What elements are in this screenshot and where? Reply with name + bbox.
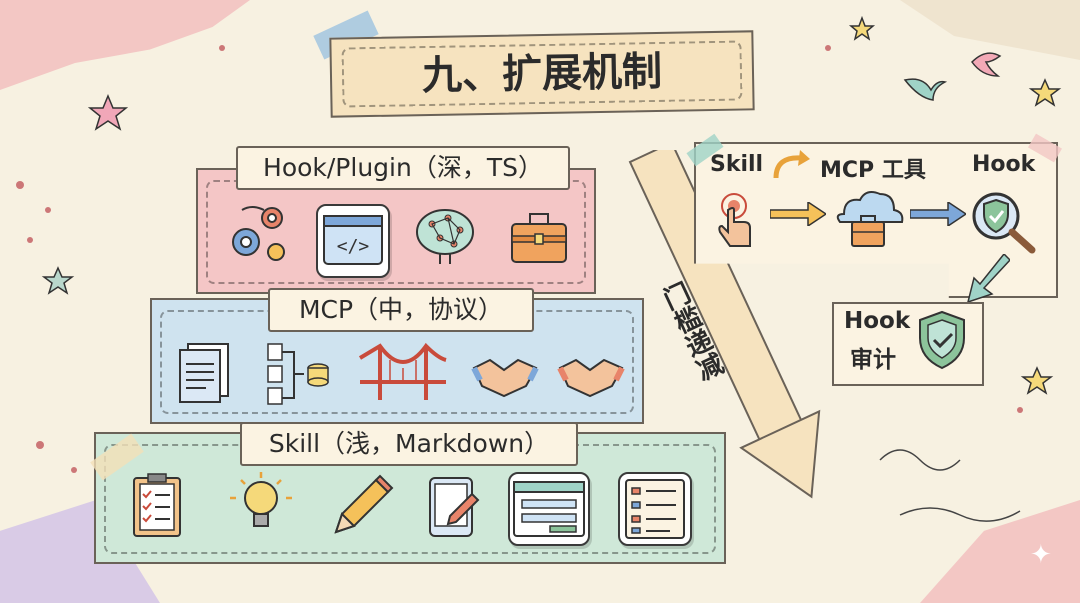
handshake-icon <box>470 338 540 408</box>
hook-audit-label-line1: Hook <box>844 308 911 334</box>
bird-icon <box>903 52 1002 101</box>
svg-text:</>: </> <box>337 236 370 257</box>
brain-network-icon <box>410 200 480 270</box>
flow-skill-label: Skill <box>710 152 764 177</box>
star-icon <box>87 94 129 131</box>
list-card-icon <box>618 472 692 546</box>
gears-icon <box>222 200 292 270</box>
skill-layer-label: Skill（浅，Markdown） <box>240 422 578 466</box>
mcp-layer-label: MCP（中，协议） <box>268 288 534 332</box>
title-banner: 九、扩展机制 <box>329 30 755 118</box>
hand-tap-icon <box>706 188 770 252</box>
hook-audit-label-line2: 审计 <box>850 347 896 373</box>
arrow-right-icon <box>769 200 828 228</box>
doodle-lines <box>879 449 1021 522</box>
flow-mcp-label: MCP 工具 <box>820 158 926 183</box>
shield-check-icon <box>914 308 970 372</box>
form-window-icon <box>508 472 590 546</box>
bridge-icon <box>358 338 448 408</box>
toolbox-icon <box>504 202 574 272</box>
page-title: 九、扩展机制 <box>421 48 663 100</box>
data-flow-icon <box>264 338 334 408</box>
sparkle-icon: ✦ <box>1030 540 1052 570</box>
shield-magnifier-icon <box>966 186 1038 256</box>
threshold-arrow <box>628 150 821 499</box>
cloud-toolbox-icon <box>830 184 906 254</box>
checklist-clipboard-icon <box>124 470 194 540</box>
code-window-icon: </> <box>316 204 390 278</box>
flow-hook-label: Hook <box>972 152 1036 177</box>
documents-icon <box>170 338 240 408</box>
curved-arrow-icon <box>772 146 812 186</box>
arrow-down-left-icon <box>964 252 1012 304</box>
hook-layer-label: Hook/Plugin（深，TS） <box>236 146 570 190</box>
lightbulb-icon <box>226 470 296 540</box>
star-icon <box>41 266 75 295</box>
arrow-right-icon <box>909 200 968 228</box>
tablet-pen-icon <box>420 472 490 542</box>
pencil-icon <box>326 472 396 542</box>
dot-decoration <box>16 45 1048 473</box>
handshake-icon <box>556 338 626 408</box>
star-icon <box>848 15 1062 395</box>
